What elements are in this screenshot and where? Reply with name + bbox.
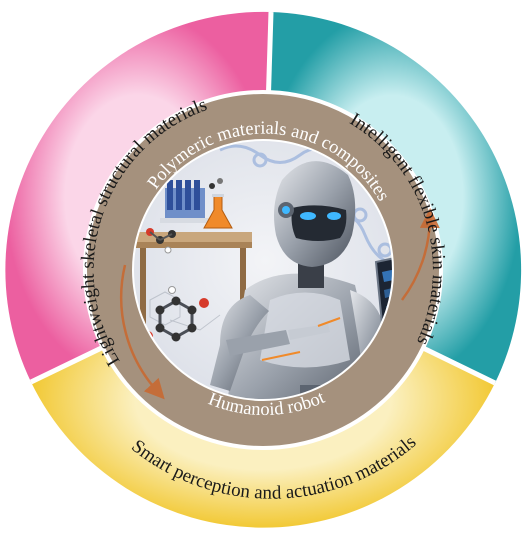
lab-table [133,232,252,328]
cycle-arrow-left [119,264,165,400]
scene-rim [132,139,394,401]
test-tube-rack-icon [160,180,210,223]
molecule-small-icon [146,178,223,254]
cycle-arrow-right [400,208,440,301]
flask-icon [203,194,233,229]
